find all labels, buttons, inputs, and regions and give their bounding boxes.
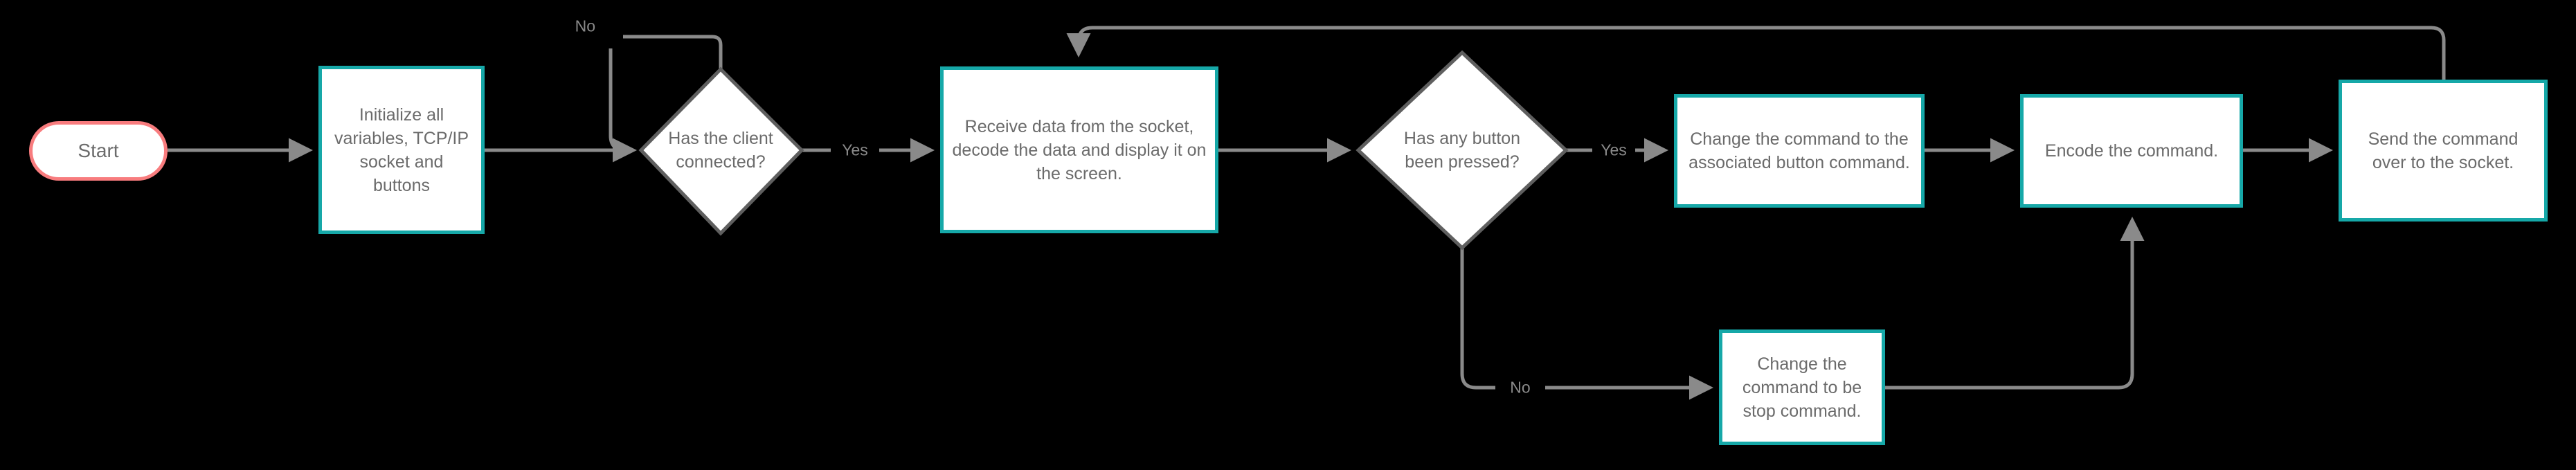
node-receive-data[interactable]: Receive data from the socket, decode the… [940, 66, 1218, 233]
edge-label-yes-client: Yes [838, 141, 872, 160]
edge-button-no-down [1460, 248, 1495, 390]
node-initialize-label: Initialize all variables, TCP/IP socket … [334, 105, 469, 195]
node-receive-data-label: Receive data from the socket, decode the… [952, 116, 1207, 183]
node-encode-command-label: Encode the command. [2044, 141, 2219, 161]
node-initialize[interactable]: Initialize all variables, TCP/IP socket … [318, 66, 485, 234]
node-start[interactable]: Start [29, 121, 168, 181]
node-start-label: Start [78, 140, 119, 161]
node-change-button-command[interactable]: Change the command to the associated but… [1674, 94, 1925, 208]
node-send-command[interactable]: Send the command over to the socket. [2339, 80, 2548, 222]
node-change-button-command-label: Change the command to the associated but… [1688, 129, 1910, 172]
node-send-command-label: Send the command over to the socket. [2368, 129, 2519, 172]
edge-client-no-upper [623, 35, 723, 69]
edge-send-to-receive-loop [1066, 26, 2446, 80]
edge-label-no-client: No [575, 17, 595, 35]
edge-label-no-button: No [1506, 378, 1535, 397]
edge-label-yes-button: Yes [1596, 141, 1631, 160]
edge-client-no-return [609, 48, 626, 152]
edge-stop-cmd-to-encode [1885, 217, 2145, 390]
node-stop-command[interactable]: Change the command to be stop command. [1719, 329, 1885, 445]
node-encode-command[interactable]: Encode the command. [2020, 94, 2243, 208]
decision-shape-client-connected[interactable] [638, 66, 804, 236]
node-stop-command-label: Change the command to be stop command. [1742, 354, 1862, 421]
decision-shape-button-pressed[interactable] [1355, 50, 1569, 251]
